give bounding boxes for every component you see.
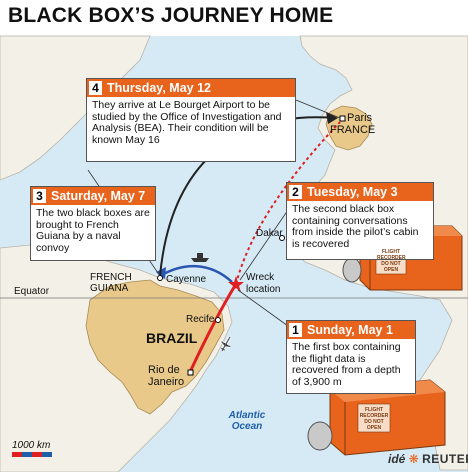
scale-label: 1000 km	[12, 440, 51, 451]
cayenne-marker-icon	[157, 275, 163, 281]
step-number: 2	[289, 185, 302, 199]
step-2-header: 2 Tuesday, May 3	[287, 183, 433, 201]
recorder-label: FLIGHT RECORDER DO NOT OPEN	[377, 249, 406, 273]
recife-label: Recife	[186, 314, 215, 325]
step-date: Sunday, May 1	[307, 323, 393, 337]
recorder-label: FLIGHT RECORDER DO NOT OPEN	[359, 407, 389, 431]
route-red-dotted	[235, 121, 341, 285]
wreck-star-icon	[228, 276, 244, 292]
step-description: The second black box containing conversa…	[292, 203, 419, 250]
step-2-card: 2 Tuesday, May 3 The second black box con…	[286, 182, 434, 260]
leader-line-2	[239, 209, 289, 281]
leader-line-4	[295, 99, 341, 119]
step-date: Thursday, May 12	[107, 81, 211, 95]
plane-icon	[220, 336, 232, 352]
france-label: FRANCE	[330, 124, 376, 136]
route-red-solid	[188, 283, 238, 373]
wreck-location-label: Wreck location	[246, 272, 281, 295]
french-guiana-label: FRENCH GUIANA	[90, 272, 132, 294]
dakar-label: Dakar	[256, 228, 283, 239]
recife-marker-icon	[215, 317, 221, 323]
step-number: 3	[33, 189, 46, 203]
route-blue	[159, 265, 233, 283]
step-number: 4	[89, 81, 102, 95]
step-3-card: 3 Saturday, May 7 The two black boxes are…	[30, 186, 156, 261]
cayenne-label: Cayenne	[166, 274, 207, 285]
reuters-logo-icon: ❋	[408, 452, 419, 466]
step-date: Tuesday, May 3	[307, 185, 398, 199]
paris-label: Paris	[347, 112, 373, 124]
ocean-label: Atlantic Ocean	[228, 410, 266, 432]
flight-recorder-box-1	[307, 379, 446, 456]
page-title: BLACK BOX’S JOURNEY HOME	[8, 4, 334, 27]
rio-marker-icon	[187, 369, 194, 376]
step-1-header: 1 Sunday, May 1	[287, 321, 415, 339]
step-4-card: 4 Thursday, May 12 They arrive at Le Bour…	[86, 78, 296, 162]
step-3-header: 3 Saturday, May 7	[31, 187, 155, 205]
brazil-shape	[85, 279, 225, 415]
step-description: The first box containing the flight data…	[292, 341, 401, 388]
step-4-header: 4 Thursday, May 12	[87, 79, 295, 97]
brazil-label: BRAZIL	[146, 330, 198, 346]
credit-reuters: REUTERS	[422, 452, 468, 466]
step-description: They arrive at Le Bourget Airport to be …	[92, 99, 282, 146]
step-description: The two black boxes are brought to Frenc…	[36, 207, 150, 254]
step-number: 1	[289, 323, 302, 337]
route-black-arrowhead	[326, 112, 338, 124]
rio-label: Rio de Janeiro	[148, 364, 185, 388]
scale-bar	[12, 452, 52, 457]
dakar-marker-icon	[279, 235, 285, 241]
ship-icon	[191, 253, 209, 262]
north-america-landmass	[0, 35, 151, 181]
paris-marker-icon	[339, 115, 346, 122]
step-date: Saturday, May 7	[51, 189, 146, 203]
step-1-card: 1 Sunday, May 1 The first box containing …	[286, 320, 416, 394]
equator-label: Equator	[14, 286, 50, 297]
credit: idé ❋ REUTERS	[388, 452, 468, 466]
leader-line-1	[237, 289, 289, 327]
credit-ide: idé	[388, 452, 406, 466]
